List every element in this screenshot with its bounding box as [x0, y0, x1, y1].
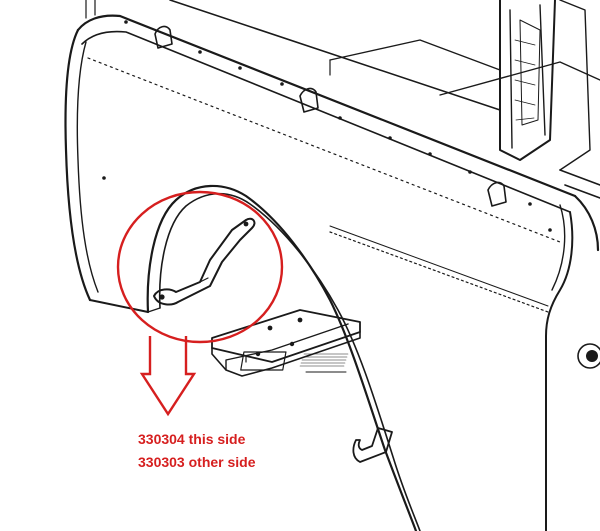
part-number-this-side: 330304 this side: [138, 431, 246, 447]
rear-body-panel: [64, 0, 600, 531]
callout-circle: [116, 190, 284, 344]
callout-arrow-icon: [139, 336, 197, 417]
callout-highlight: [116, 190, 284, 417]
rear-crossmember-bracket: [211, 309, 361, 377]
tie-down-hook: [352, 427, 393, 463]
part-number-other-side: 330303 other side: [138, 454, 256, 470]
wheel-arch-stay-bracket: [153, 217, 256, 306]
rear-wheel-arch: [146, 184, 421, 531]
rope-hooks: [102, 20, 552, 232]
